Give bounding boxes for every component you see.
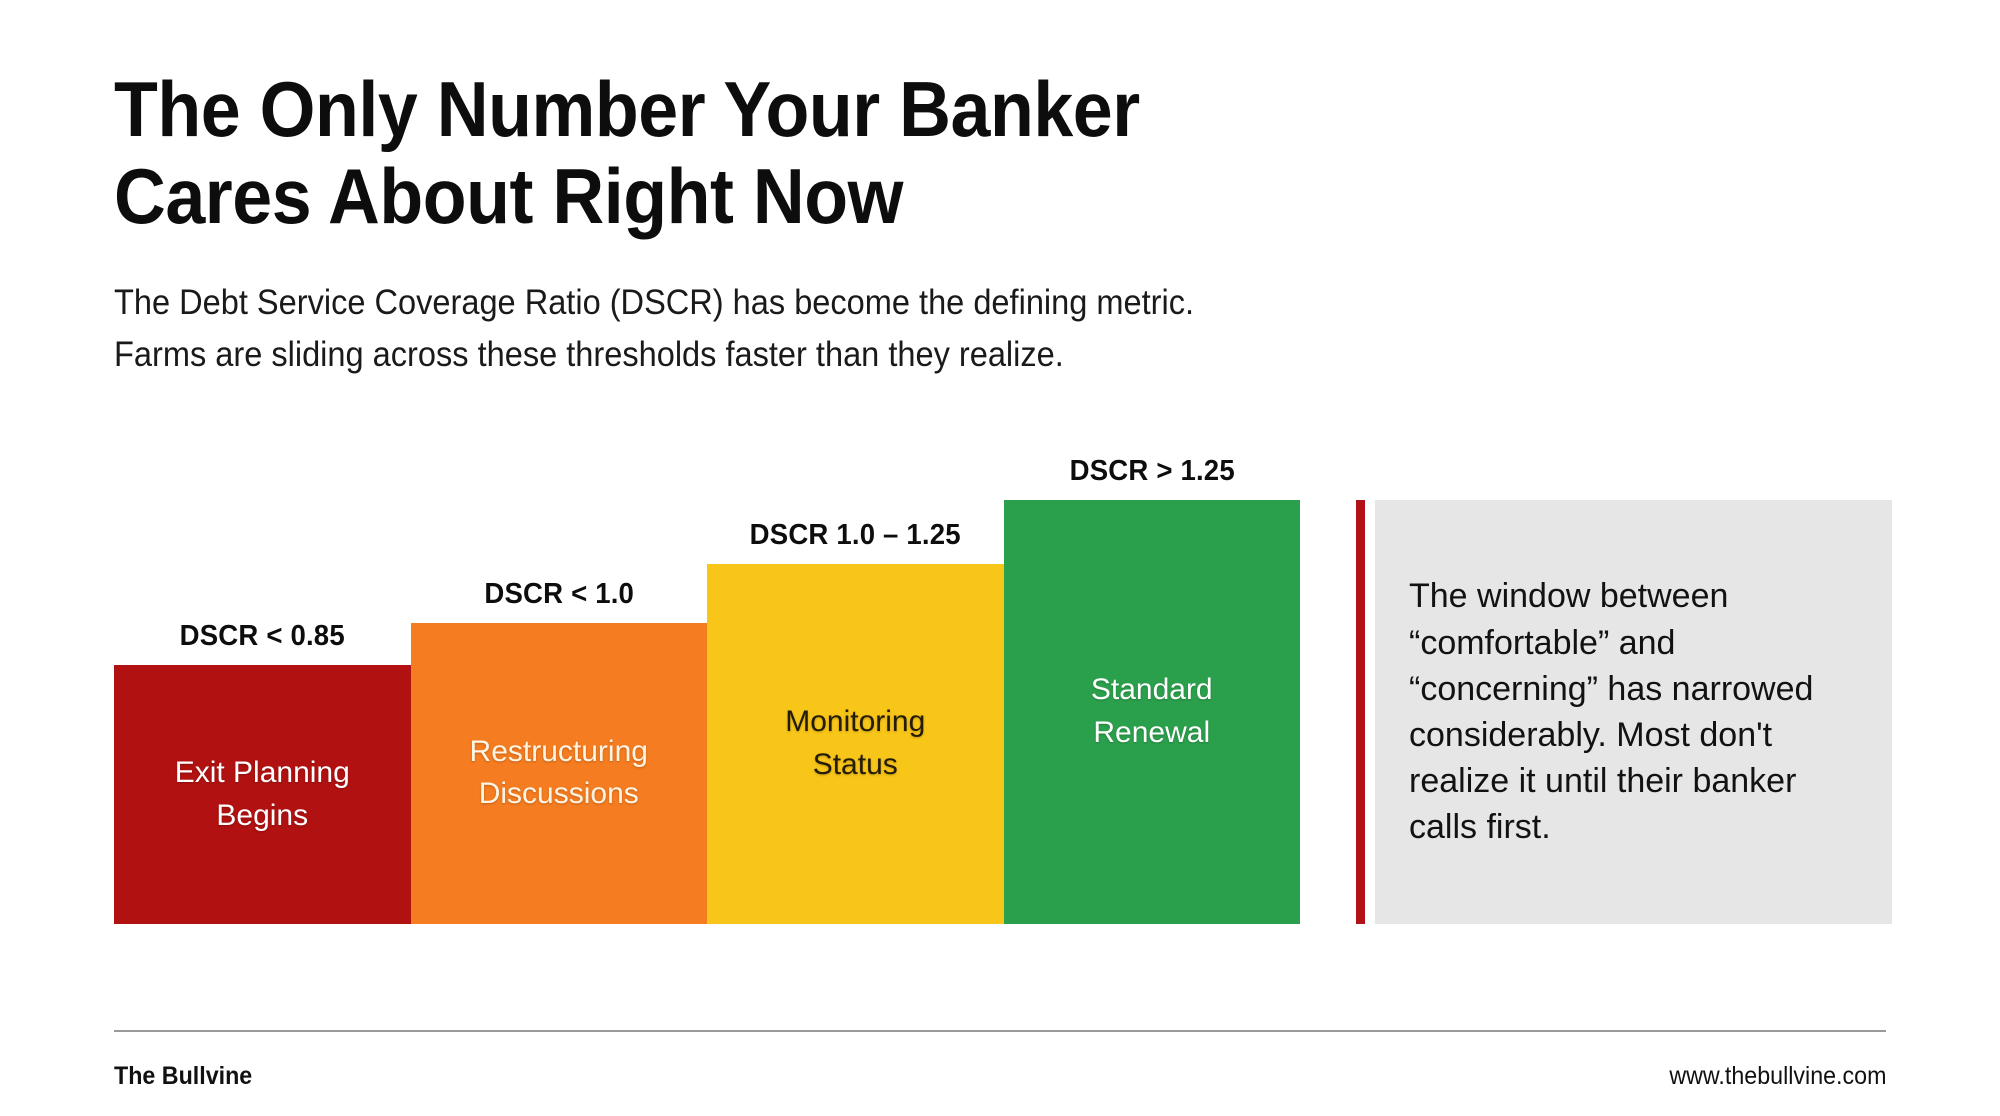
- footer-divider: [114, 1030, 1886, 1032]
- footer-url[interactable]: www.thebullvine.com: [1668, 1062, 1886, 1090]
- footer-block: The Bullvine www.thebullvine.com: [114, 1062, 1886, 1091]
- bar-column-3: DSCR 1.0 – 1.25 Monitoring Status: [707, 500, 1004, 924]
- bar-group: DSCR < 0.85 Exit Planning Begins DSCR < …: [114, 455, 1300, 924]
- threshold-label-1: DSCR < 0.85: [179, 620, 345, 653]
- bar-status-label-4: Standard Renewal: [1090, 673, 1213, 749]
- dscr-bar-chart: DSCR < 0.85 Exit Planning Begins DSCR < …: [114, 455, 1300, 924]
- threshold-label-2: DSCR < 1.0: [483, 577, 634, 610]
- page-title: The Only Number Your Banker Cares About …: [114, 65, 1140, 241]
- callout-text: The window between “comfortable” and “co…: [1409, 577, 1814, 847]
- bar-column-4: DSCR > 1.25 Standard Renewal: [1003, 455, 1300, 924]
- threshold-label-4: DSCR > 1.25: [1069, 455, 1235, 487]
- footer-brand: The Bullvine: [114, 1062, 253, 1090]
- callout-spacer: [1365, 500, 1375, 924]
- bar-status-label-1: Exit Planning Begins: [174, 756, 350, 832]
- header-block: The Only Number Your Banker Cares About …: [114, 65, 1674, 382]
- bar-status-label-3: Monitoring Status: [785, 705, 926, 781]
- callout-body: The window between “comfortable” and “co…: [1375, 500, 1892, 924]
- bar-2[interactable]: Restructuring Discussions: [410, 622, 707, 924]
- bar-3[interactable]: Monitoring Status: [707, 563, 1004, 924]
- callout-panel: The window between “comfortable” and “co…: [1356, 500, 1892, 924]
- bar-status-label-2: Restructuring Discussions: [469, 734, 648, 811]
- bar-1[interactable]: Exit Planning Begins: [114, 665, 411, 924]
- threshold-label-3: DSCR 1.0 – 1.25: [749, 518, 961, 551]
- page-subtitle: The Debt Service Coverage Ratio (DSCR) h…: [114, 282, 1195, 375]
- bar-column-2: DSCR < 1.0 Restructuring Discussions: [410, 500, 707, 924]
- bar-column-1: DSCR < 0.85 Exit Planning Begins: [114, 500, 411, 924]
- bar-4[interactable]: Standard Renewal: [1003, 500, 1300, 924]
- callout-accent-bar: [1356, 500, 1365, 924]
